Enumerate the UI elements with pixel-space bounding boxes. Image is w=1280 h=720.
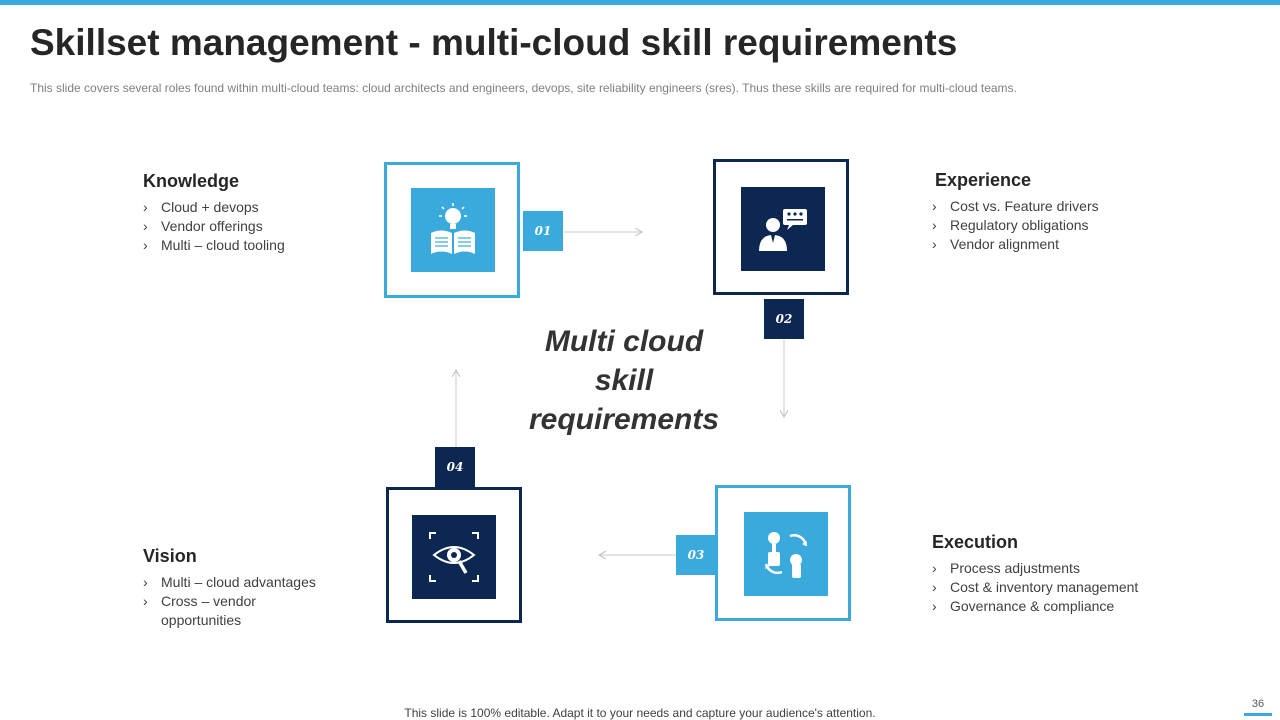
execution-list: ›Process adjustments ›Cost & inventory m…	[932, 559, 1138, 616]
process-gears-icon	[764, 532, 808, 578]
page-subtitle: This slide covers several roles found wi…	[30, 81, 1017, 95]
knowledge-block: Knowledge ›Cloud + devops ›Vendor offeri…	[143, 171, 285, 255]
list-item: ›Regulatory obligations	[932, 217, 1089, 233]
step-01-frame	[384, 162, 520, 298]
step-03-tile	[744, 512, 828, 596]
step-01-number: 01	[523, 211, 563, 251]
bullet-chevron-icon: ›	[932, 579, 937, 595]
step-04-tile	[412, 515, 496, 599]
bullet-chevron-icon: ›	[143, 574, 148, 590]
bullet-chevron-icon: ›	[932, 236, 937, 252]
step-02-tile	[741, 187, 825, 271]
center-label: Multi cloud skill requirements	[504, 322, 744, 439]
step-04-number: 04	[435, 447, 475, 487]
step-02-number: 02	[764, 299, 804, 339]
list-item: ›Multi – cloud advantages	[143, 574, 316, 590]
knowledge-title: Knowledge	[143, 171, 240, 191]
list-item: ›Governance & compliance	[932, 598, 1115, 614]
page-number-underline	[1244, 713, 1272, 716]
bullet-chevron-icon: ›	[143, 218, 148, 234]
page-number: 36	[1251, 698, 1265, 710]
top-accent-bar	[0, 0, 1280, 5]
bullet-chevron-icon: ›	[143, 237, 148, 253]
center-label-line-3: requirements	[528, 403, 720, 436]
list-item: ›Vendor offerings	[143, 218, 263, 234]
center-label-line-1: Multi cloud	[544, 325, 704, 358]
vision-block: Vision ›Multi – cloud advantages ›Cross …	[143, 546, 343, 630]
knowledge-list: ›Cloud + devops ›Vendor offerings ›Multi…	[143, 198, 285, 255]
list-item: ›Cross – vendor opportunities	[143, 593, 256, 628]
vision-list: ›Multi – cloud advantages ›Cross – vendo…	[143, 573, 343, 630]
book-lightbulb-icon	[431, 203, 475, 254]
list-item: ›Cost vs. Feature drivers	[932, 198, 1099, 214]
bullet-chevron-icon: ›	[932, 598, 937, 614]
eye-magnifier-icon	[429, 532, 479, 582]
bullet-chevron-icon: ›	[143, 593, 148, 609]
experience-block: Experience ›Cost vs. Feature drivers ›Re…	[932, 170, 1099, 254]
page-title: Skillset management - multi-cloud skill …	[30, 22, 958, 63]
list-item: ›Multi – cloud tooling	[143, 237, 285, 253]
execution-block: Execution ›Process adjustments ›Cost & i…	[932, 532, 1138, 616]
experience-title: Experience	[935, 170, 1032, 190]
list-item: ›Process adjustments	[932, 560, 1080, 576]
bullet-chevron-icon: ›	[932, 560, 937, 576]
execution-title: Execution	[932, 532, 1019, 552]
list-item: ›Vendor alignment	[932, 236, 1059, 252]
step-03-number: 03	[676, 535, 716, 575]
bullet-chevron-icon: ›	[143, 199, 148, 215]
list-item: ›Cost & inventory management	[932, 579, 1139, 595]
vision-title: Vision	[143, 546, 197, 566]
person-rating-icon	[759, 209, 807, 251]
center-label-line-2: skill	[594, 364, 654, 397]
list-item: ›Cloud + devops	[143, 199, 259, 215]
footer-note: This slide is 100% editable. Adapt it to…	[404, 706, 876, 720]
bullet-chevron-icon: ›	[932, 198, 937, 214]
step-01-tile	[411, 188, 495, 272]
bullet-chevron-icon: ›	[932, 217, 937, 233]
experience-list: ›Cost vs. Feature drivers ›Regulatory ob…	[932, 197, 1099, 254]
